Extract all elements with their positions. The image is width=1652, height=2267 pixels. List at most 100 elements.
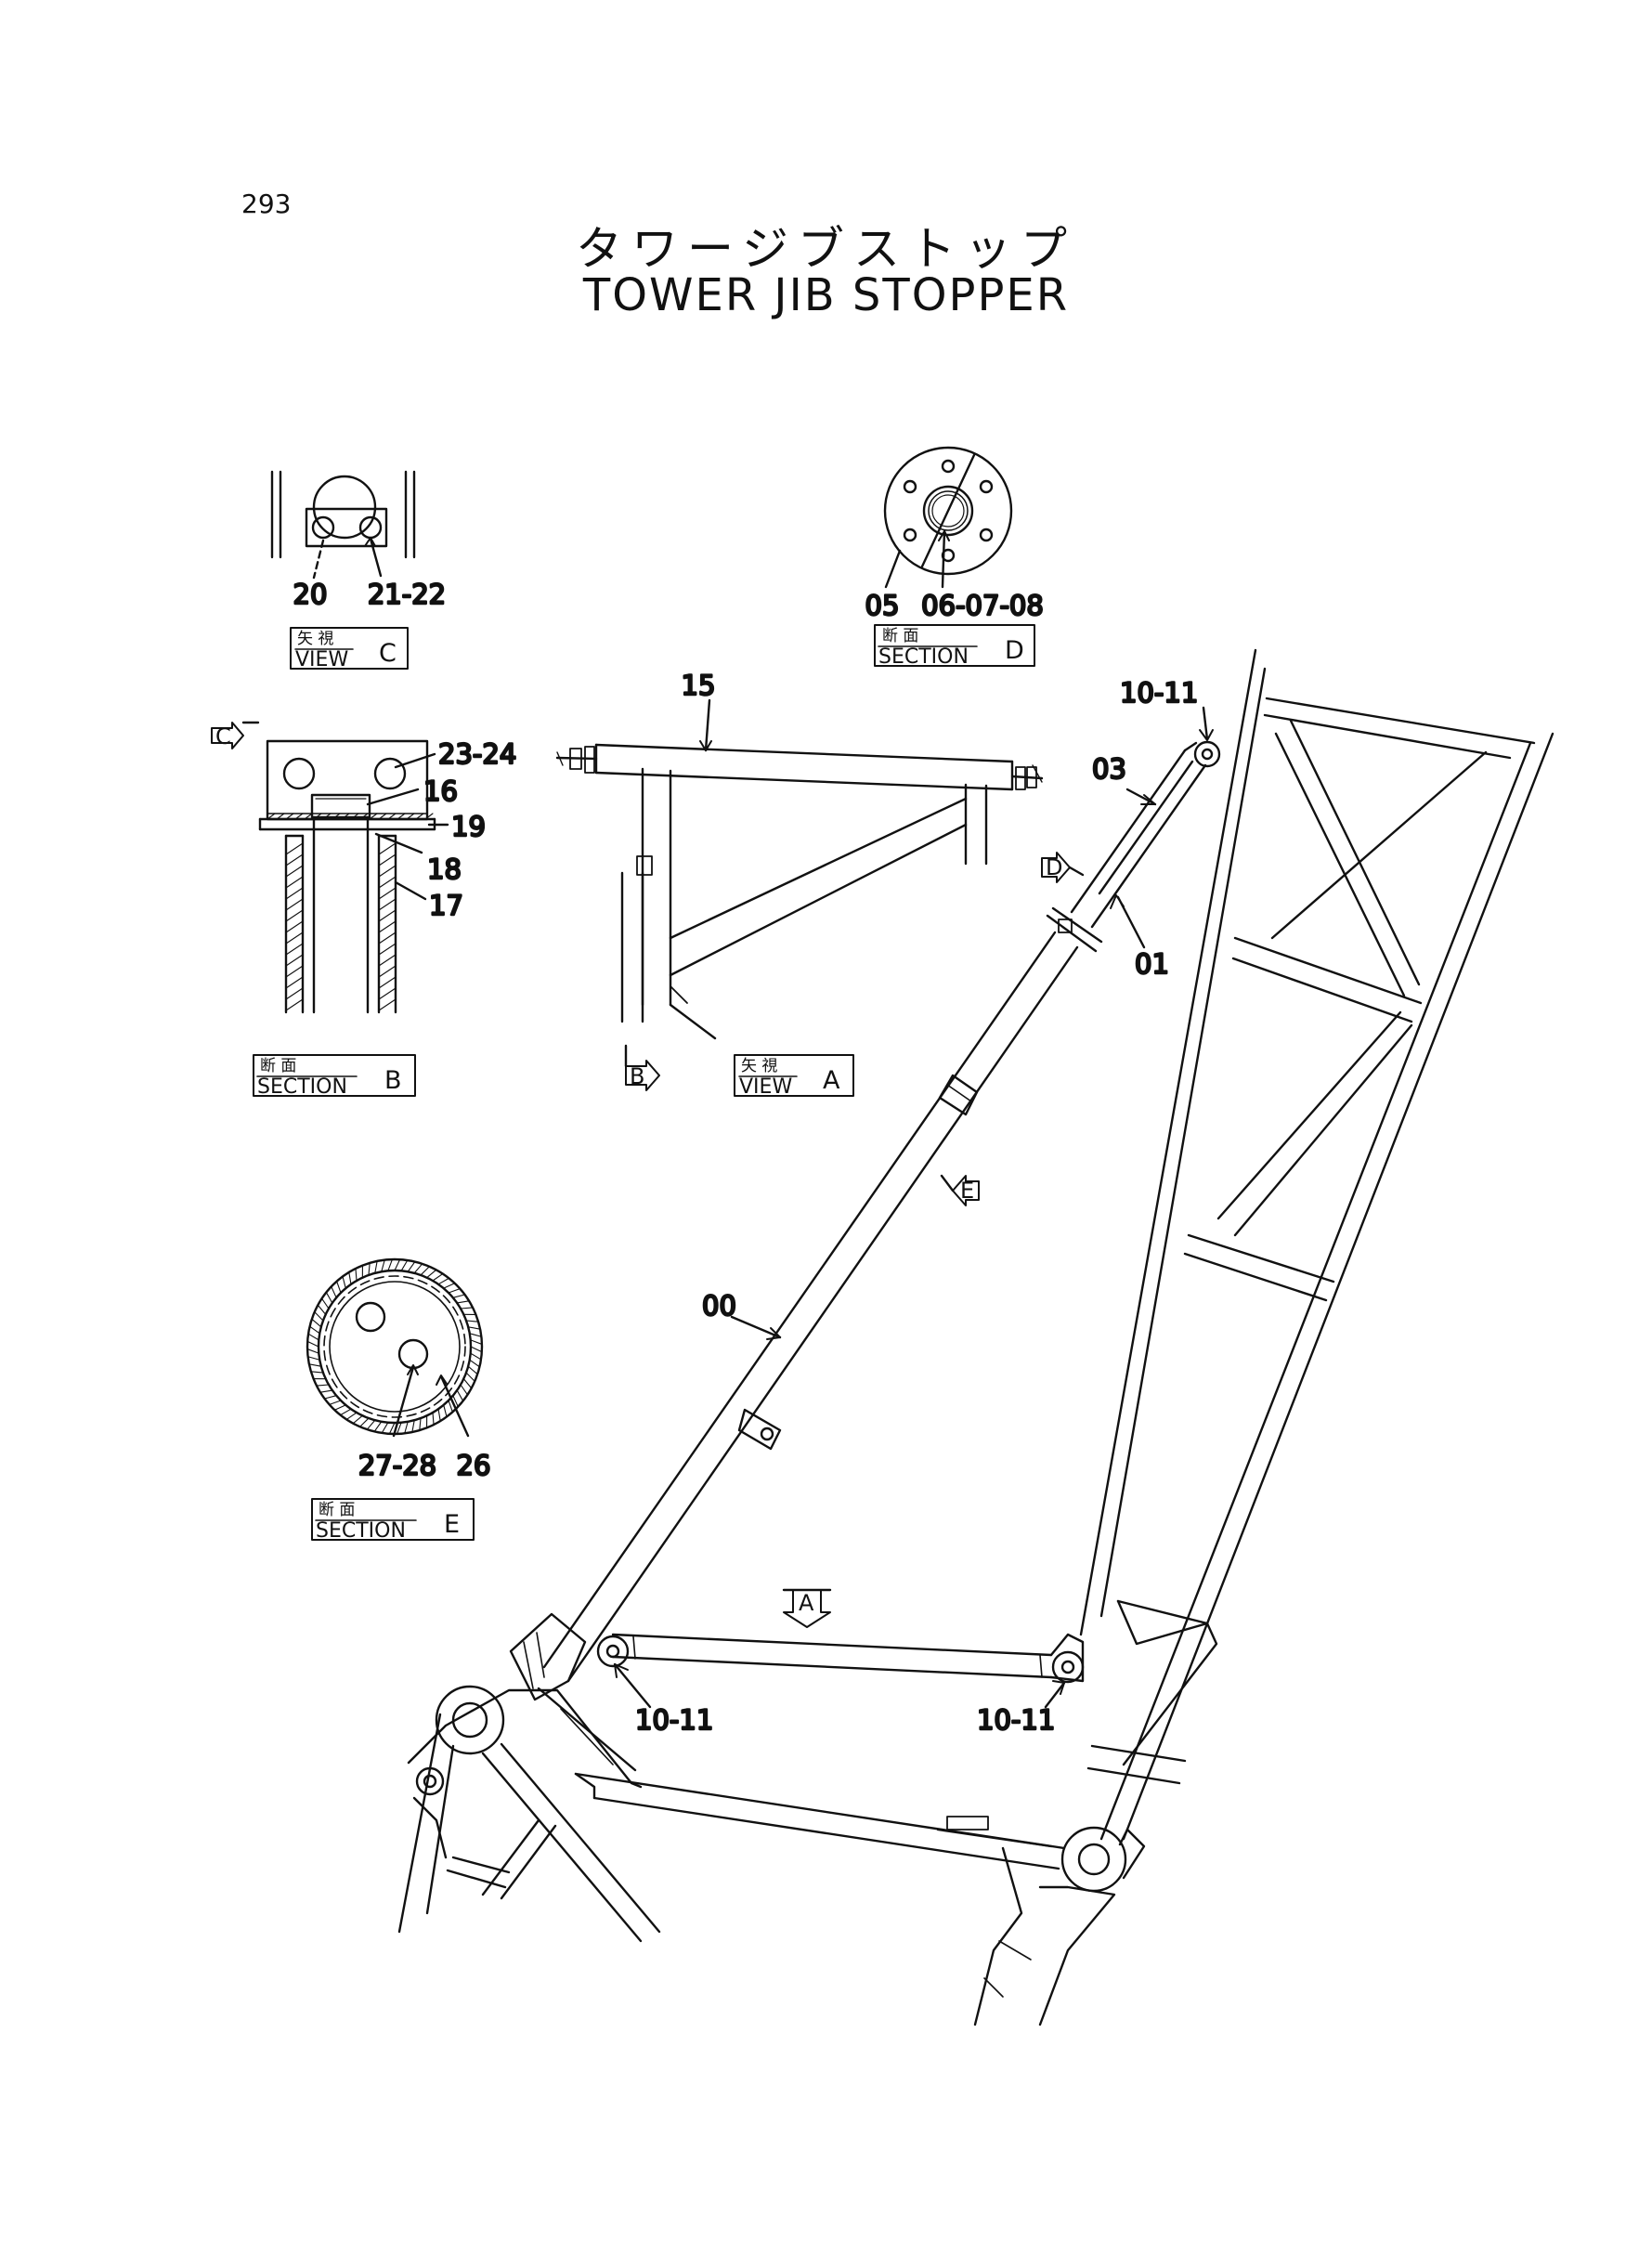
svg-text:A: A [823,1066,840,1095]
hatch-line [285,943,304,956]
hatch-line [323,1395,337,1400]
hatch-line [420,1266,430,1276]
hatch-line [307,1333,319,1341]
view-a-drawing: B [555,698,1044,1091]
hatch-line [378,954,397,967]
hatch-line [469,1333,482,1337]
hatch-line [373,1421,383,1432]
hatch-line [366,1419,376,1430]
hatch-line [452,1395,459,1408]
svg-text:C: C [379,639,397,668]
hatch-line [469,1359,480,1368]
callout-26: 26 [457,1450,491,1481]
hatch-line [378,813,387,820]
hatch-line [285,932,304,945]
view-arrow-a: A [799,1590,814,1616]
hatch-line [276,813,285,820]
hatch-line [317,1304,327,1315]
svg-text:E: E [444,1510,460,1539]
hatch-line [400,1259,409,1271]
hatch-line [462,1378,473,1389]
hatch-line [285,853,304,866]
hatch-line [470,1352,482,1361]
svg-text:VIEW: VIEW [295,648,348,671]
section-d-label: 断 面 SECTION D [874,624,1035,669]
callout-10-11-right: 10-11 [977,1704,1055,1736]
callout-10-11-top: 10-11 [1120,677,1198,709]
hatch-line [465,1320,479,1322]
hatch-line [381,1259,385,1272]
hatch-line [329,1400,342,1405]
hatch-line [308,1363,322,1367]
hatch-line [341,813,350,820]
svg-text:VIEW: VIEW [739,1075,792,1099]
view-c-label: 矢 視 VIEW C [290,627,409,671]
hatch-line [465,1372,475,1382]
hatch-line [432,1412,435,1426]
hatch-line [350,813,359,820]
callout-01: 01 [1135,948,1169,980]
hatch-line [285,965,304,978]
hatch-line [336,1281,342,1294]
hatch-line [381,1422,389,1434]
hatch-line [285,813,294,820]
hatch-line [387,1258,393,1271]
hatch-line [285,876,304,889]
hatch-line [378,876,397,889]
hatch-line [316,1384,330,1387]
hatch-line [426,1269,437,1279]
hatch-line [285,842,304,855]
hatch-line [413,1263,423,1274]
hatch-line [378,887,397,900]
hatch-line [467,1365,478,1375]
svg-text:矢 視: 矢 視 [741,1057,777,1075]
hatch-line [285,987,304,1000]
hatch-line [285,976,304,989]
hatch-line [378,987,397,1000]
hatch-line [407,1261,416,1272]
hatch-line [332,813,341,820]
hatch-line [456,1300,470,1304]
svg-text:断 面: 断 面 [260,1057,296,1075]
hatch-line [432,1273,444,1282]
hatch-line [394,1258,401,1271]
svg-text:SECTION: SECTION [878,645,969,669]
hatch-line [310,1371,324,1374]
hatch-line [285,909,304,922]
callout-23-24: 23-24 [438,738,516,770]
hatch-line [470,1346,483,1353]
callout-18: 18 [427,853,462,885]
section-b-label: 断 面 SECTION B [253,1054,416,1099]
hatch-line [285,887,304,900]
hatch-line [378,932,397,945]
hatch-line [306,1348,319,1354]
hatch-line [322,813,332,820]
hatch-line [437,1277,449,1285]
hatch-line [359,1417,370,1427]
callout-17: 17 [429,890,463,921]
hatch-line [285,998,304,1011]
section-e-drawing [306,1257,484,1438]
svg-text:断 面: 断 面 [882,627,918,645]
view-arrow-d: D [1046,854,1062,880]
hatch-line [443,1404,448,1418]
page-number: 293 [241,189,292,219]
hatch-line [348,1271,352,1285]
callout-10-11-left: 10-11 [635,1704,713,1736]
hatch-line [342,1275,346,1289]
hatch-line [387,813,397,820]
hatch-line [345,1412,358,1420]
hatch-line [352,1414,363,1425]
hatch-line [267,813,276,820]
hatch-line [411,1419,415,1433]
hatch-line [378,998,397,1011]
hatch-line [378,965,397,978]
callout-00: 00 [702,1290,736,1322]
view-a-label: 矢 視 VIEW A [734,1054,854,1099]
hatch-line [378,842,397,855]
hatch-line [378,943,397,956]
section-b-drawing: C [211,721,436,1014]
section-b-leaders [366,752,449,901]
